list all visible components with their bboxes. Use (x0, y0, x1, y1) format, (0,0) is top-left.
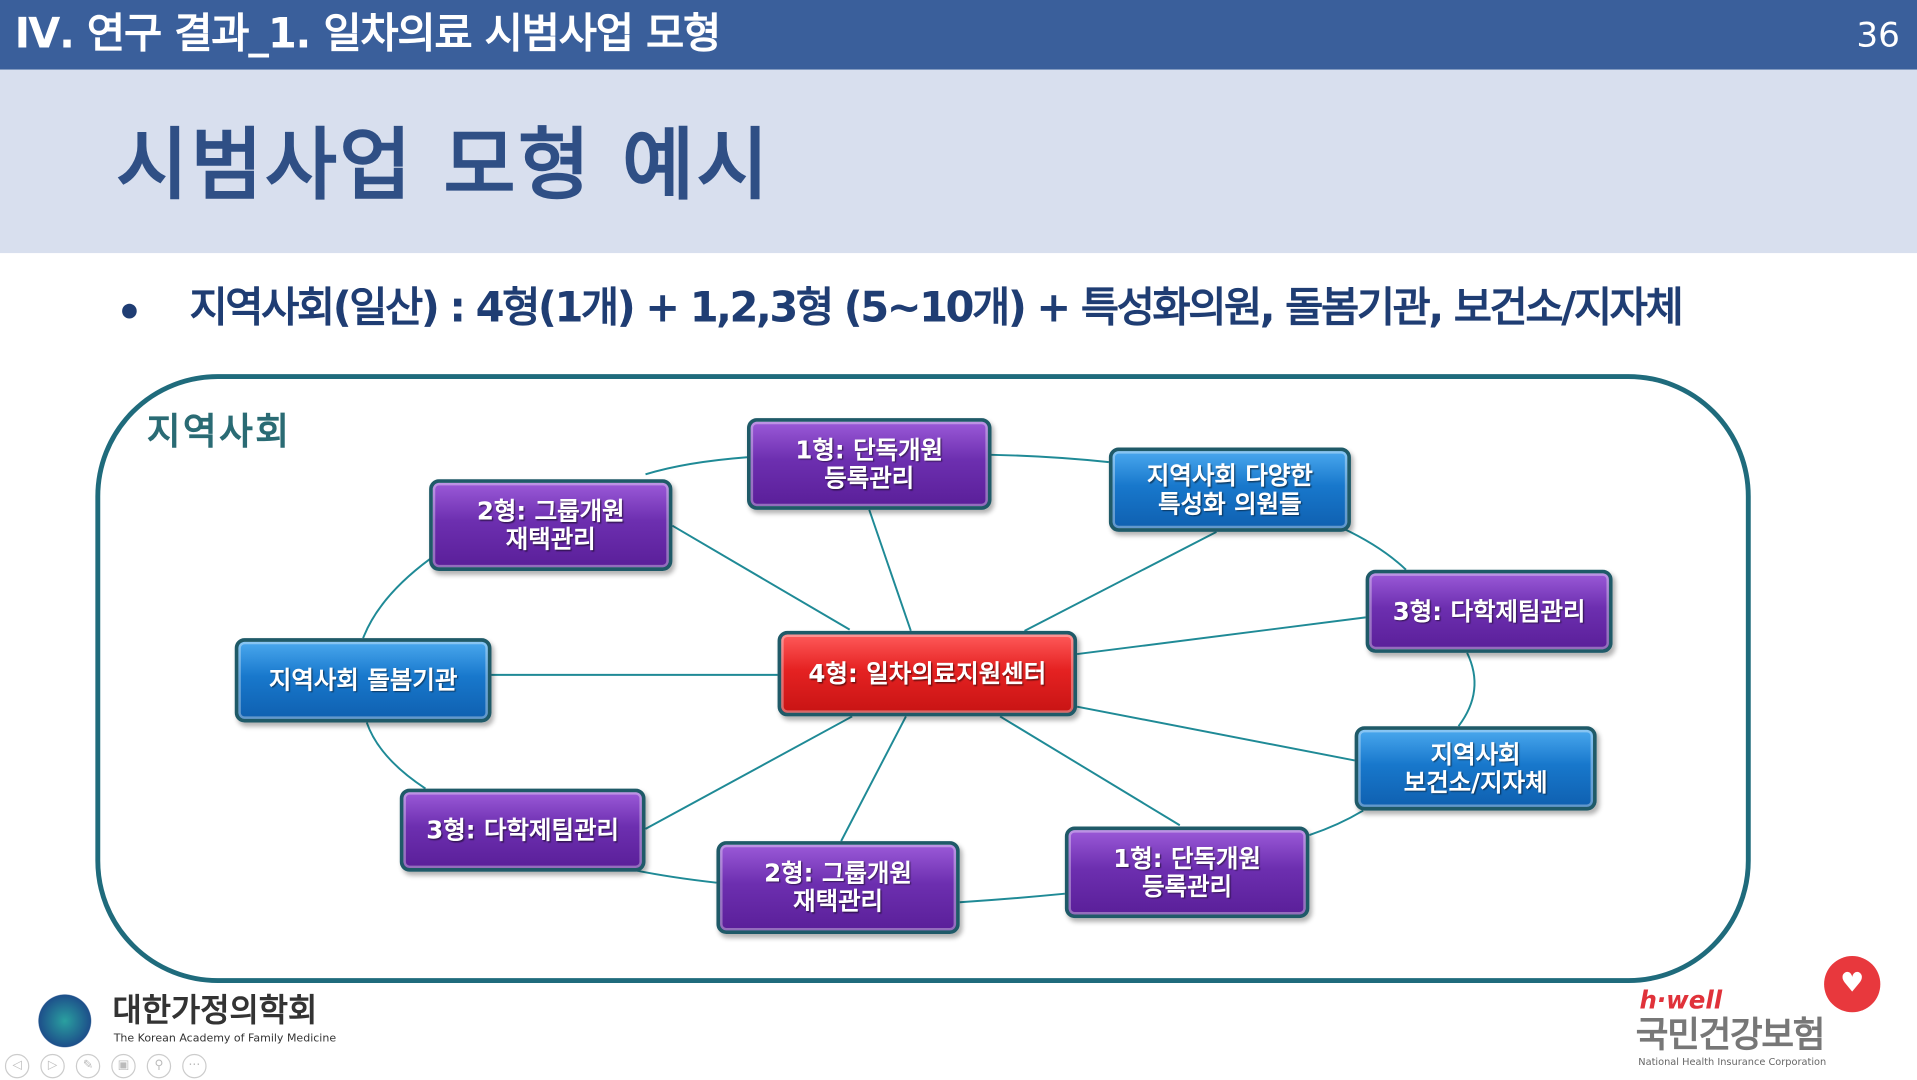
ring-link (1341, 527, 1407, 571)
kafm-name-en: The Korean Academy of Family Medicine (113, 1033, 337, 1046)
zoom-icon[interactable]: ⚲ (146, 1053, 172, 1079)
nhis-name-ko: 국민건강보험 (1635, 1013, 1826, 1056)
kafm-name-ko: 대한가정의학회 (112, 992, 318, 1030)
heart-icon: ♥ (1824, 956, 1881, 1013)
spoke (840, 715, 907, 842)
ring-link (1457, 652, 1476, 727)
nhis-name-en: National Health Insurance Corporation (1638, 1056, 1827, 1068)
spoke (645, 715, 853, 830)
node-type2-bottom: 2형: 그룹개원 재택관리 (716, 841, 960, 935)
ring-link (635, 869, 717, 884)
bullet-dot: • (116, 288, 143, 338)
more-icon[interactable]: ··· (182, 1053, 207, 1079)
spoke (1076, 616, 1366, 656)
hwell-brand: h·well (1639, 985, 1723, 1015)
spoke (999, 715, 1181, 827)
ring-link (645, 456, 748, 476)
spoke (1024, 530, 1217, 632)
node-type2-top: 2형: 그룹개원 재택관리 (429, 479, 673, 571)
ring-link (362, 557, 431, 639)
pen-icon[interactable]: ✎ (75, 1053, 101, 1079)
node-type3-right: 3형: 다학제팀관리 (1365, 569, 1613, 653)
prev-icon[interactable]: ◁ (4, 1053, 30, 1079)
node-center: 4형: 일차의료지원센터 (777, 630, 1078, 717)
spoke (868, 509, 912, 632)
nhis-logo: ♥ h·well 국민건강보험 National Health Insuranc… (1635, 956, 1893, 1076)
node-public-health: 지역사회 보건소/지자체 (1354, 726, 1597, 811)
slideshow-controls: ◁ ▷ ✎ ▣ ⚲ ··· (4, 1053, 207, 1079)
spoke (671, 524, 851, 631)
node-care-institution: 지역사회 돌봄기관 (234, 638, 492, 723)
next-icon[interactable]: ▷ (40, 1053, 65, 1079)
slides-icon[interactable]: ▣ (111, 1053, 136, 1079)
ring-link (365, 722, 426, 790)
bullet-text: 지역사회(일산) : 4형(1개) + 1,2,3형 (5~10개) + 특성화… (189, 283, 1683, 333)
node-type3-left: 3형: 다학제팀관리 (399, 788, 646, 872)
slide-title: 시범사업 모형 예시 (116, 121, 771, 212)
spoke (1076, 705, 1355, 762)
page-number: 36 (1856, 14, 1900, 56)
ring-link (959, 892, 1065, 904)
ring-link (1309, 809, 1364, 836)
section-title: Ⅳ. 연구 결과_1. 일차의료 시범사업 모형 (14, 9, 722, 59)
ring-link (991, 453, 1109, 464)
community-frame (95, 374, 1751, 983)
node-type1-bottom: 1형: 단독개원 등록관리 (1064, 826, 1310, 919)
header-bar: Ⅳ. 연구 결과_1. 일차의료 시범사업 모형 36 (0, 0, 1917, 70)
title-band (0, 69, 1917, 254)
node-special-clinics: 지역사회 다양한 특성화 의원들 (1108, 447, 1351, 532)
frame-label: 지역사회 (146, 410, 292, 454)
node-type1-top: 1형: 단독개원 등록관리 (746, 418, 992, 510)
kafm-seal-icon (34, 990, 96, 1052)
